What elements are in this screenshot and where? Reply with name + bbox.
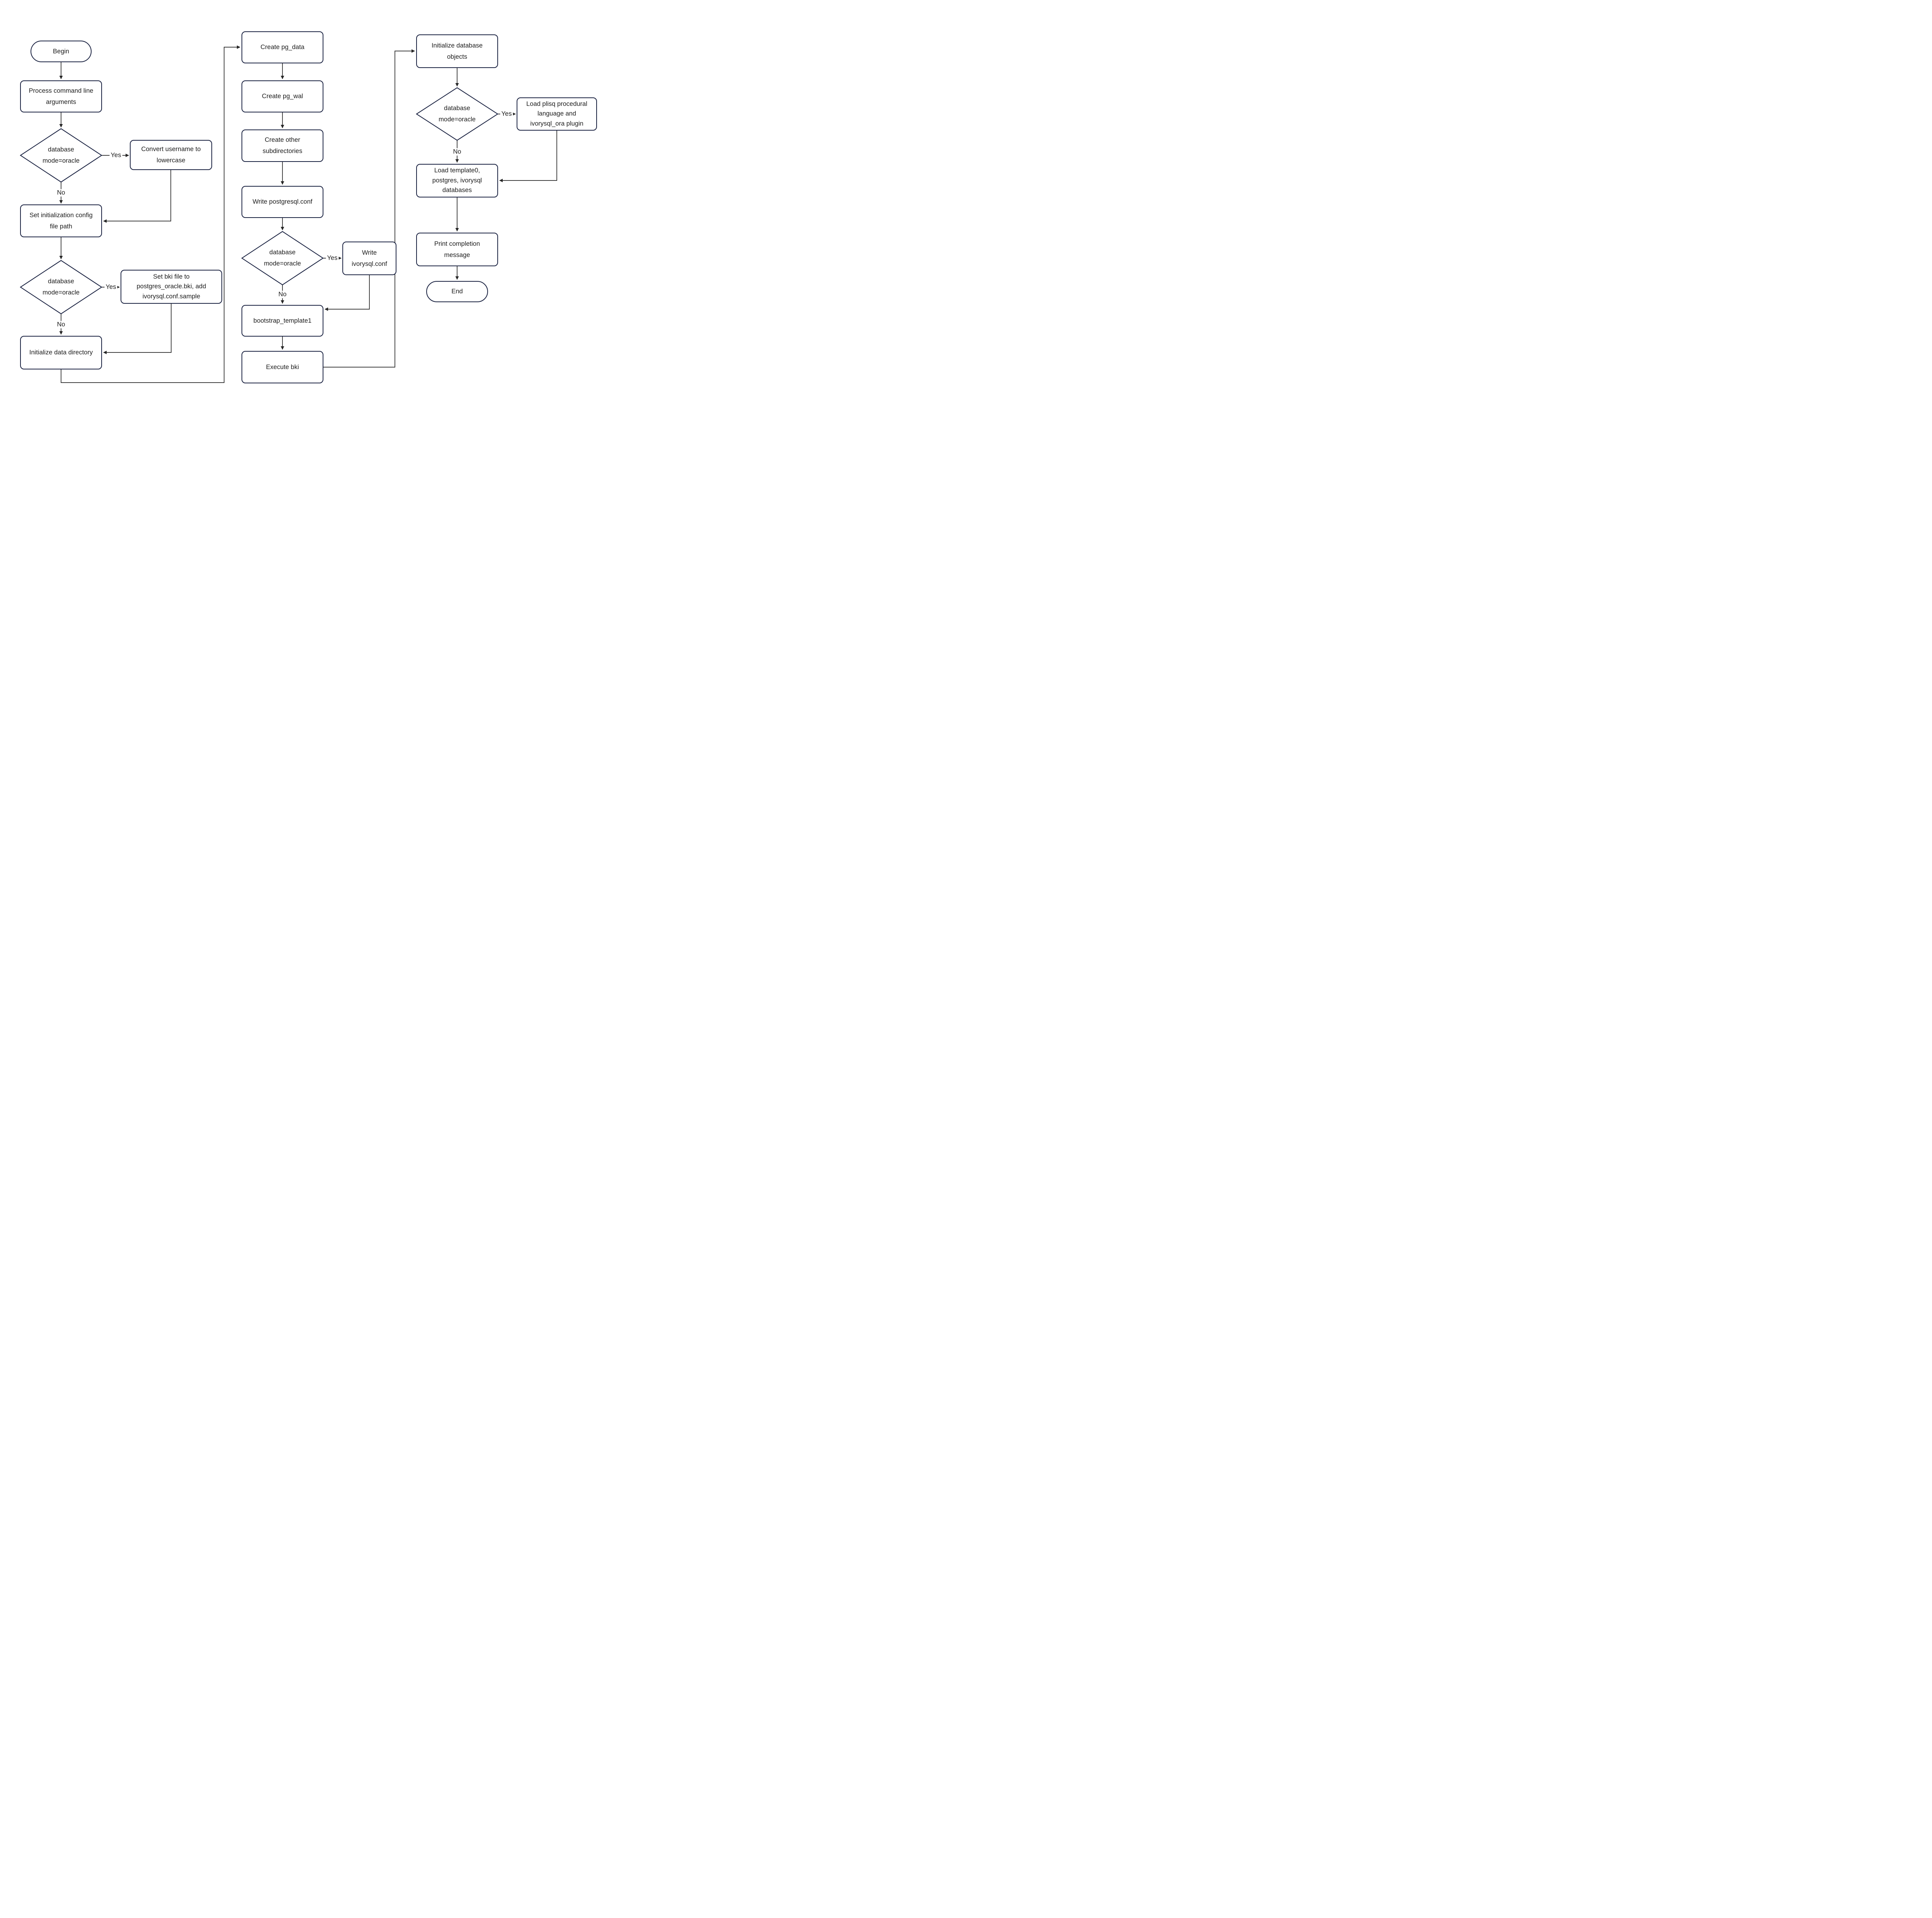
node-begin: Begin — [31, 41, 92, 62]
edge-label-d1-no: No — [56, 189, 66, 197]
node-set-bki-file: Set bki file to postgres_oracle.bki, add… — [121, 270, 222, 304]
edge-setbki-to-initdatadir — [103, 304, 172, 354]
node-set-initialization-config-file-path: Set initialization config file path — [20, 204, 102, 237]
node-execute-bki: Execute bki — [242, 351, 323, 383]
edge-convert-to-setinit — [103, 170, 171, 223]
edge-label-d1-yes: Yes — [109, 151, 122, 159]
edge-label-d3-no: No — [277, 291, 288, 298]
node-bootstrap-template1: bootstrap_template1 — [242, 305, 323, 337]
node-load-plisq-procedural-language: Load plisq procedural language and ivory… — [517, 97, 597, 131]
node-process-command-line-arguments: Process command line arguments — [20, 80, 102, 112]
decision-database-mode-oracle-4 — [416, 87, 498, 141]
flowchart-edges-layer — [20, 45, 557, 383]
flowchart-canvas: Begin Process command line arguments dat… — [0, 0, 597, 422]
edge-label-d2-yes: Yes — [104, 283, 117, 291]
edge-label-d4-yes: Yes — [500, 110, 513, 118]
node-initialize-database-objects: Initialize database objects — [416, 34, 498, 68]
edge-executebki-to-initdbobjects — [323, 49, 415, 368]
node-end: End — [426, 281, 488, 302]
decision-label-database-mode-oracle-4: database mode=oracle — [439, 105, 476, 123]
edge-ivorysqlconf-to-bootstrap — [325, 275, 370, 311]
decision-database-mode-oracle-2 — [20, 260, 102, 315]
edge-label-d3-yes: Yes — [326, 254, 339, 262]
edge-label-d4-no: No — [452, 148, 463, 156]
node-initialize-data-directory: Initialize data directory — [20, 336, 102, 369]
edge-loadplisq-to-loadtemplate0 — [499, 131, 557, 182]
node-write-postgresql-conf: Write postgresql.conf — [242, 186, 323, 218]
decision-label-database-mode-oracle-2: database mode=oracle — [43, 278, 80, 296]
edge-label-d2-no: No — [56, 321, 66, 328]
node-write-ivorysql-conf: Write ivorysql.conf — [342, 242, 396, 275]
decision-label-database-mode-oracle-3: database mode=oracle — [264, 249, 301, 267]
edge-initdatadir-to-pgdata — [61, 45, 240, 383]
decision-database-mode-oracle-1 — [20, 128, 102, 183]
node-load-template0-postgres-ivorysql: Load template0, postgres, ivorysql datab… — [416, 164, 498, 197]
decision-label-database-mode-oracle-1: database mode=oracle — [43, 146, 80, 164]
node-print-completion-message: Print completion message — [416, 233, 498, 266]
node-convert-username-to-lowercase: Convert username to lowercase — [130, 140, 212, 170]
decision-database-mode-oracle-3 — [241, 231, 324, 286]
node-create-pg-wal: Create pg_wal — [242, 80, 323, 112]
node-create-other-subdirectories: Create other subdirectories — [242, 129, 323, 162]
node-create-pg-data: Create pg_data — [242, 31, 323, 63]
